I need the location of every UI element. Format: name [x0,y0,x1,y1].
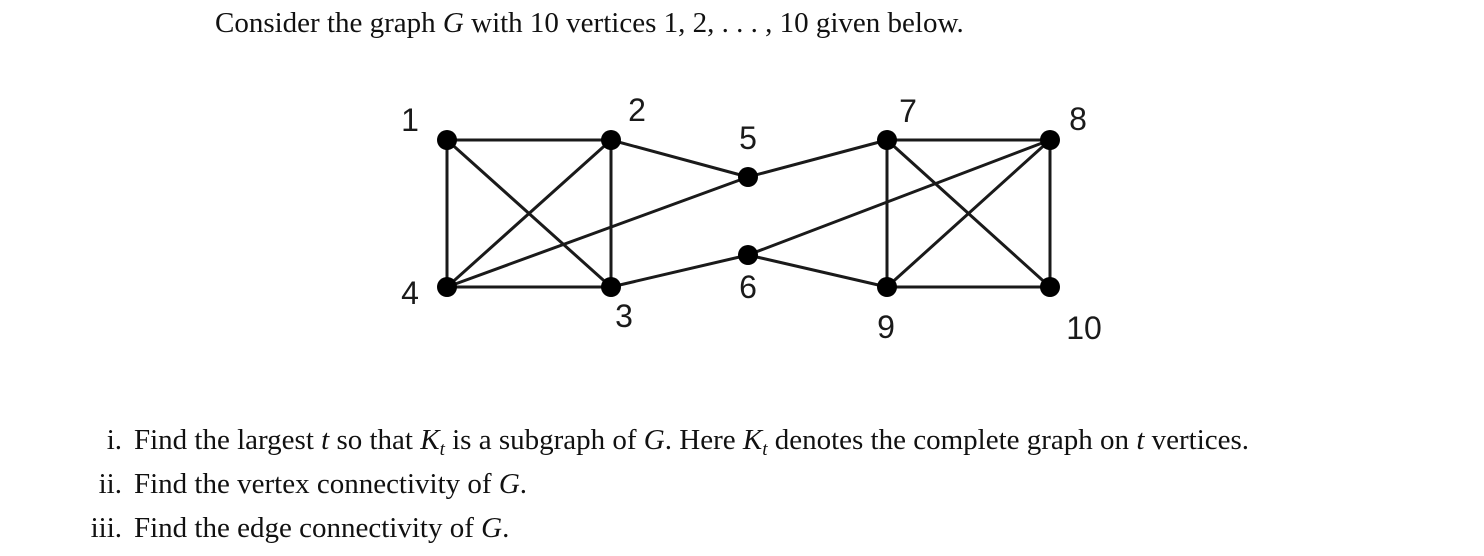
graph-figure: 1 2 3 4 5 6 7 8 9 10 [401,92,1102,346]
math-subscript: t [439,439,445,460]
question-text-part: Find the edge connectivity of [134,512,482,544]
vertex-label-6: 6 [739,269,757,305]
vertex-label-8: 8 [1069,101,1087,137]
edge-6-8 [746,138,1052,257]
question-text-part: denotes the complete graph on [767,424,1137,456]
intro-sentence: Consider the graph G with 10 vertices 1,… [215,4,964,42]
intro-middle: with 10 vertices [463,7,664,39]
question-text-part: Find the largest [134,424,322,456]
edge-2-5 [609,138,750,179]
question-number: ii. [98,468,122,500]
vertex-list: 1, 2, . . . , 10 [663,7,809,39]
vertex-5 [738,167,758,187]
graph-symbol: G [442,7,464,39]
vertex-2 [601,130,621,150]
graph-vertex-labels: 1 2 3 4 5 6 7 8 9 10 [401,92,1102,346]
math-symbol: G [481,512,503,544]
question-text-part: is a subgraph of [444,424,644,456]
math-symbol: K [420,424,440,456]
vertex-label-7: 7 [899,93,917,129]
math-symbol: G [643,424,665,456]
intro-suffix: given below. [808,7,964,39]
vertex-10 [1040,277,1060,297]
question-text: Find the largest t so that Kt is a subgr… [134,418,1249,462]
vertex-label-3: 3 [615,298,633,334]
vertex-label-5: 5 [739,120,757,156]
graph-edges [445,138,1052,289]
edge-3-6 [609,253,750,289]
vertex-label-10: 10 [1066,310,1102,346]
math-symbol: G [498,468,520,500]
edge-2-4 [445,138,613,289]
math-symbol: t [1136,424,1145,456]
vertex-3 [601,277,621,297]
math-symbol: K [742,424,763,456]
graph-vertices [437,130,1060,297]
question-text-part: Find the vertex connectivity of [134,468,499,500]
question-text-part: . [502,512,510,544]
vertex-8 [1040,130,1060,150]
edge-6-9 [746,253,889,289]
vertex-4 [437,277,457,297]
edge-5-7 [746,138,889,179]
vertex-1 [437,130,457,150]
edge-8-9 [885,138,1052,289]
intro-prefix: Consider the graph [215,7,443,39]
vertex-label-2: 2 [628,92,646,128]
vertex-6 [738,245,758,265]
question-text-part: so that [329,424,421,456]
vertex-label-9: 9 [877,309,895,345]
question-number: i. [106,424,122,456]
question-text-part: . [519,468,528,500]
vertex-9 [877,277,897,297]
vertex-label-4: 4 [401,275,419,311]
question-text: Find the edge connectivity of G. [134,506,509,550]
question-number: iii. [90,512,122,544]
vertex-label-1: 1 [401,102,419,138]
vertex-7 [877,130,897,150]
math-subscript: t [762,439,768,460]
question-text: Find the vertex connectivity of G. [134,462,527,506]
edge-4-5 [445,175,750,289]
question-text-part: vertices. [1144,424,1250,456]
question-text-part: . Here [664,424,743,456]
math-symbol: t [321,424,330,456]
